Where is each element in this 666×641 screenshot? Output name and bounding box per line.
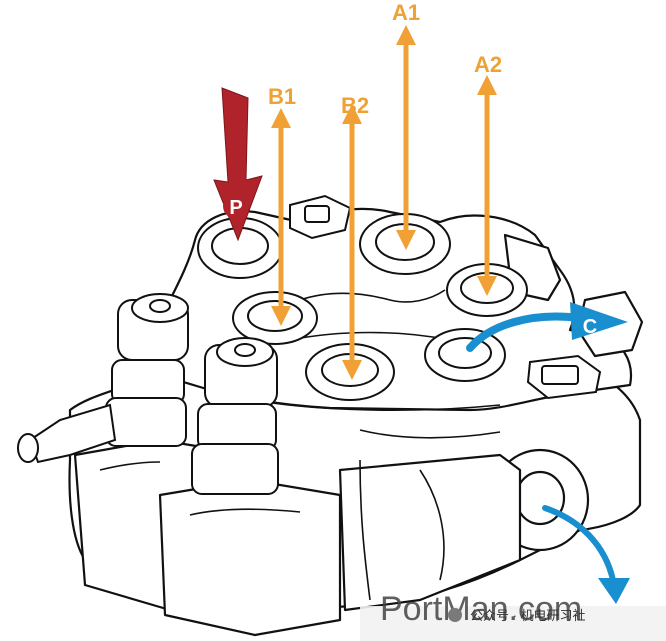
label-p: P: [229, 197, 242, 219]
label-c: C: [583, 316, 597, 338]
port-arrows: [271, 24, 497, 380]
arrow-c: [466, 312, 584, 352]
pressure-arrow: P: [213, 87, 263, 242]
label-b1: B1: [268, 84, 296, 109]
spool-actuator-1: [17, 293, 189, 464]
arrow-tank: [542, 505, 616, 583]
port-b1-opening: [232, 291, 318, 345]
port-c-opening: [424, 328, 506, 382]
top-plug: [289, 194, 352, 240]
wechat-icon: [448, 608, 462, 622]
watermark-sub: 公众号 · 机电研习社: [470, 608, 586, 623]
port-p-opening: [197, 217, 283, 279]
spool-actuator-2: [191, 337, 279, 495]
return-arrows: C: [466, 302, 630, 604]
watermark-main: PortMan.com: [380, 590, 582, 628]
watermark: PortMan.com 公众号 · 机电研习社: [360, 590, 666, 641]
label-a2: A2: [474, 52, 502, 77]
p-badge: [223, 193, 249, 219]
label-a1: A1: [392, 0, 420, 25]
side-plug: [526, 354, 602, 400]
watermark-band: [360, 606, 666, 641]
label-b2: B2: [341, 93, 369, 118]
